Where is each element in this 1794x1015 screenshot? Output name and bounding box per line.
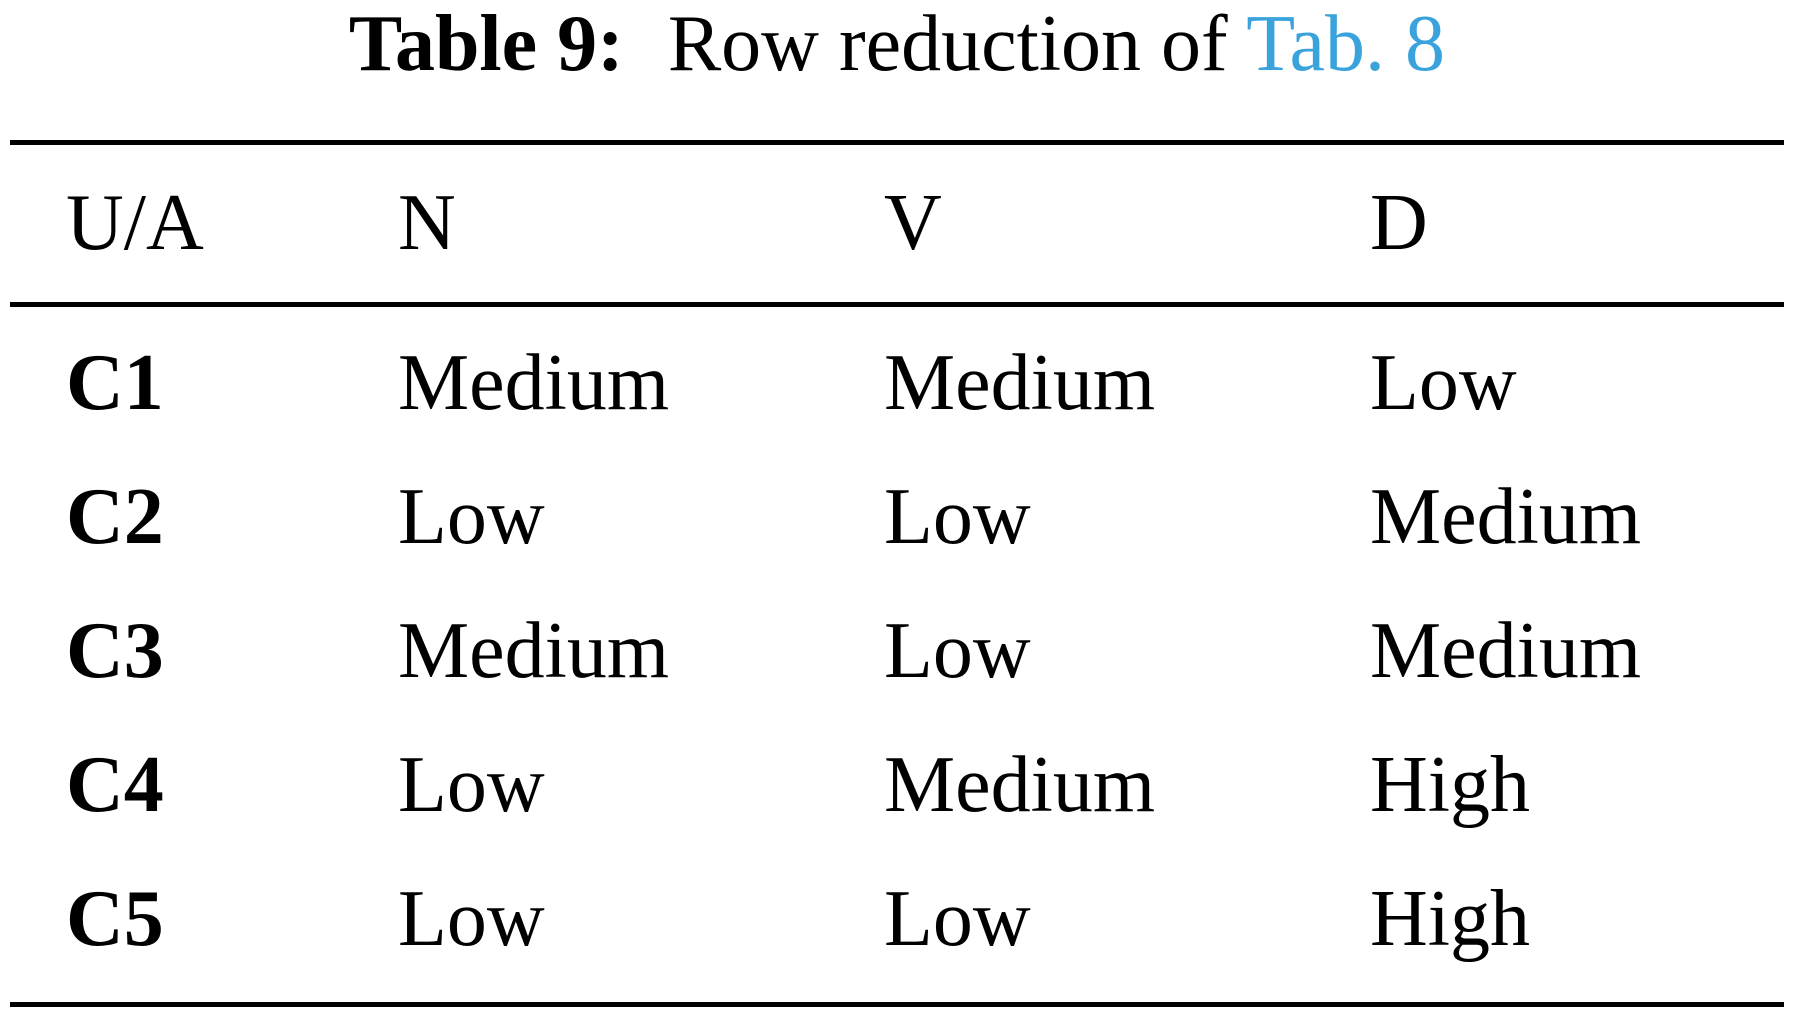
header-rule <box>10 302 1784 307</box>
row-label: C1 <box>66 339 164 427</box>
table-row: C3 Medium Low Medium <box>0 596 1794 706</box>
table-cell: Medium <box>398 339 670 427</box>
table-reference-link[interactable]: Tab. 8 <box>1246 0 1446 88</box>
table-cell: High <box>1370 875 1530 963</box>
top-rule <box>10 140 1784 145</box>
table-cell: Medium <box>1370 607 1642 695</box>
table-cell: Medium <box>884 339 1156 427</box>
table-cell: Low <box>398 875 545 963</box>
column-header-n: N <box>398 179 456 267</box>
table-row: C4 Low Medium High <box>0 730 1794 840</box>
column-header-v: V <box>884 179 942 267</box>
table-cell: Low <box>884 607 1031 695</box>
table-row: C5 Low Low High <box>0 864 1794 974</box>
table-cell: Medium <box>1370 473 1642 561</box>
bottom-rule <box>10 1002 1784 1007</box>
row-label: C5 <box>66 875 164 963</box>
table-cell: Medium <box>884 741 1156 829</box>
caption-label: Table 9: <box>348 0 624 88</box>
table-cell: High <box>1370 741 1530 829</box>
table-row: C1 Medium Medium Low <box>0 328 1794 438</box>
column-header-d: D <box>1370 179 1428 267</box>
table-cell: Low <box>1370 339 1517 427</box>
table-header-row: U/A N V D <box>0 168 1794 278</box>
row-label: C2 <box>66 473 164 561</box>
table-cell: Low <box>398 473 545 561</box>
table-caption: Table 9: Row reduction of Tab. 8 <box>0 0 1794 94</box>
row-label: C4 <box>66 741 164 829</box>
table-cell: Low <box>884 875 1031 963</box>
row-label: C3 <box>66 607 164 695</box>
table-cell: Low <box>398 741 545 829</box>
column-header-ua: U/A <box>66 179 204 267</box>
table-cell: Medium <box>398 607 670 695</box>
caption-text: Row reduction of <box>667 0 1228 88</box>
table-row: C2 Low Low Medium <box>0 462 1794 572</box>
table-cell: Low <box>884 473 1031 561</box>
